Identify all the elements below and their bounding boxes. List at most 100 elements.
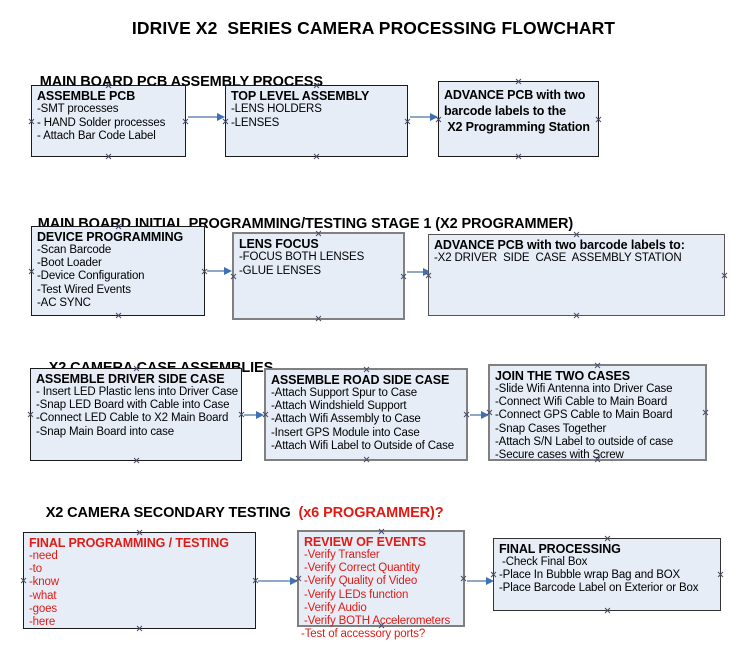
resize-handle-right[interactable]: [460, 575, 467, 582]
node-review-of-events[interactable]: REVIEW OF EVENTS -Verify Transfer -Verif…: [297, 530, 465, 627]
connector-shaft: [467, 580, 487, 582]
node-line: -know: [29, 576, 59, 589]
resize-handle-left[interactable]: [435, 116, 442, 123]
node-join-the-two-cases[interactable]: JOIN THE TWO CASES -Slide Wifi Antenna i…: [488, 364, 707, 461]
resize-handle-right[interactable]: [463, 411, 470, 418]
node-line: -goes: [29, 602, 58, 615]
resize-handle-left[interactable]: [486, 409, 493, 416]
node-line: -Verify Audio: [304, 601, 367, 614]
resize-handle-top[interactable]: [604, 535, 611, 542]
section-header-text: X2 CAMERA SECONDARY TESTING: [45, 505, 295, 521]
node-device-programming[interactable]: DEVICE PROGRAMMING -Scan Barcode -Boot L…: [31, 226, 205, 316]
resize-handle-right[interactable]: [721, 272, 728, 279]
connector-road-side-to-join-cases: [470, 410, 489, 420]
node-assemble-driver-side-case[interactable]: ASSEMBLE DRIVER SIDE CASE - Insert LED P…: [30, 368, 242, 461]
node-assemble-pcb[interactable]: ASSEMBLE PCB -SMT processes - HAND Solde…: [31, 85, 186, 157]
node-line: -Test Wired Events: [37, 283, 131, 296]
node-line: -Attach S/N Label to outside of case: [495, 435, 674, 448]
connector-shaft: [207, 270, 225, 272]
resize-handle-top[interactable]: [378, 528, 385, 535]
node-line: -FOCUS BOTH LENSES: [239, 251, 365, 263]
resize-handle-bottom[interactable]: [604, 607, 611, 614]
node-final-processing[interactable]: FINAL PROCESSING -Check Final Box -Place…: [493, 538, 721, 611]
node-line: -Verify Quality of Video: [304, 575, 418, 588]
resize-handle-right[interactable]: [400, 273, 407, 280]
node-line: -Attach Wifi Label to Outside of Case: [271, 439, 455, 452]
node-line: -Attach Support Spur to Case: [271, 387, 418, 399]
node-lens-focus[interactable]: LENS FOCUS -FOCUS BOTH LENSES -GLUE LENS…: [232, 232, 405, 320]
node-line: X2 Programming Station: [444, 120, 590, 134]
resize-handle-right[interactable]: [182, 118, 189, 125]
node-line: -need: [29, 550, 58, 562]
node-line: -Snap Main Board into case: [36, 425, 175, 438]
resize-handle-top[interactable]: [363, 366, 370, 373]
node-final-programming-testing[interactable]: FINAL PROGRAMMING / TESTING -need -to -k…: [23, 532, 256, 629]
resize-handle-bottom[interactable]: [313, 153, 320, 160]
connector-shaft: [470, 414, 482, 416]
resize-handle-right[interactable]: [252, 577, 259, 584]
resize-handle-left[interactable]: [490, 571, 497, 578]
resize-handle-top[interactable]: [315, 230, 322, 237]
node-line: barcode labels to the: [444, 104, 566, 118]
resize-handle-right[interactable]: [201, 268, 208, 275]
resize-handle-top[interactable]: [573, 231, 580, 238]
resize-handle-right[interactable]: [595, 116, 602, 123]
connector-final-programming-to-review-of-events: [258, 576, 298, 586]
resize-handle-right[interactable]: [404, 118, 411, 125]
connector-shaft: [244, 414, 257, 416]
node-line: -Attach Windshield Support: [271, 400, 407, 413]
resize-handle-left[interactable]: [295, 575, 302, 582]
resize-handle-right[interactable]: [717, 571, 724, 578]
resize-handle-bottom[interactable]: [115, 312, 122, 319]
node-line: -Snap LED Board with Cable into Case: [36, 399, 230, 412]
node-title: REVIEW OF EVENTS: [304, 535, 427, 549]
node-line: -Boot Loader: [37, 257, 102, 270]
node-line: -LENS HOLDERS: [231, 103, 322, 115]
resize-handle-top[interactable]: [515, 78, 522, 85]
node-line: -Snap Cases Together: [495, 422, 607, 435]
resize-handle-right[interactable]: [238, 411, 245, 418]
resize-handle-left[interactable]: [28, 118, 35, 125]
connector-device-programming-to-lens-focus: [207, 266, 232, 276]
resize-handle-left[interactable]: [262, 411, 269, 418]
node-line: -Verify BOTH Accelerometers: [304, 615, 451, 628]
node-top-level-assembly[interactable]: TOP LEVEL ASSEMBLY -LENS HOLDERS -LENSES: [225, 85, 408, 157]
node-title: LENS FOCUS: [239, 237, 319, 251]
node-title: ASSEMBLE DRIVER SIDE CASE: [36, 372, 225, 386]
connector-shaft: [188, 116, 218, 118]
resize-handle-left[interactable]: [425, 272, 432, 279]
node-line: -Place In Bubble wrap Bag and BOX: [499, 569, 681, 582]
resize-handle-left[interactable]: [27, 411, 34, 418]
node-advance-pcb-to-driver-side-case-station[interactable]: ADVANCE PCB with two barcode labels to: …: [428, 234, 725, 316]
resize-handle-bottom[interactable]: [573, 312, 580, 319]
node-line: -Connect LED Cable to X2 Main Board: [36, 412, 229, 425]
node-line: -X2 DRIVER SIDE CASE ASSEMBLY STATION: [434, 252, 682, 264]
resize-handle-top[interactable]: [594, 362, 601, 369]
resize-handle-right[interactable]: [702, 409, 709, 416]
resize-handle-left[interactable]: [230, 273, 237, 280]
resize-handle-left[interactable]: [20, 577, 27, 584]
resize-handle-bottom[interactable]: [315, 315, 322, 322]
node-line: -GLUE LENSES: [239, 264, 321, 277]
node-title: DEVICE PROGRAMMING: [37, 230, 184, 244]
node-line: -Verify LEDs function: [304, 588, 409, 601]
resize-handle-bottom[interactable]: [363, 456, 370, 463]
node-assemble-road-side-case[interactable]: ASSEMBLE ROAD SIDE CASE -Attach Support …: [264, 368, 468, 461]
resize-handle-left[interactable]: [222, 118, 229, 125]
connector-assemble-pcb-to-top-level-assembly: [188, 112, 225, 122]
node-line: -Verify Transfer: [304, 549, 380, 561]
resize-handle-bottom[interactable]: [515, 153, 522, 160]
node-line: -Verify Correct Quantity: [304, 562, 420, 575]
node-line: - HAND Solder processes: [37, 116, 166, 129]
resize-handle-bottom[interactable]: [105, 153, 112, 160]
connector-shaft: [407, 271, 424, 273]
node-line: -Attach Wifi Assembly to Case: [271, 413, 421, 426]
node-line: -Device Configuration: [37, 270, 145, 283]
node-advance-pcb-to-x2-programming-station[interactable]: ADVANCE PCB with two barcode labels to t…: [438, 81, 599, 157]
node-line: -Insert GPS Module into Case: [271, 426, 420, 439]
resize-handle-bottom[interactable]: [133, 457, 140, 464]
section-header-x2-camera-secondary-testing: X2 CAMERA SECONDARY TESTING (x6 PROGRAMM…: [30, 489, 444, 537]
resize-handle-left[interactable]: [28, 268, 35, 275]
node-overflow-line-review-of-events: -Test of accessory ports?: [301, 628, 426, 640]
